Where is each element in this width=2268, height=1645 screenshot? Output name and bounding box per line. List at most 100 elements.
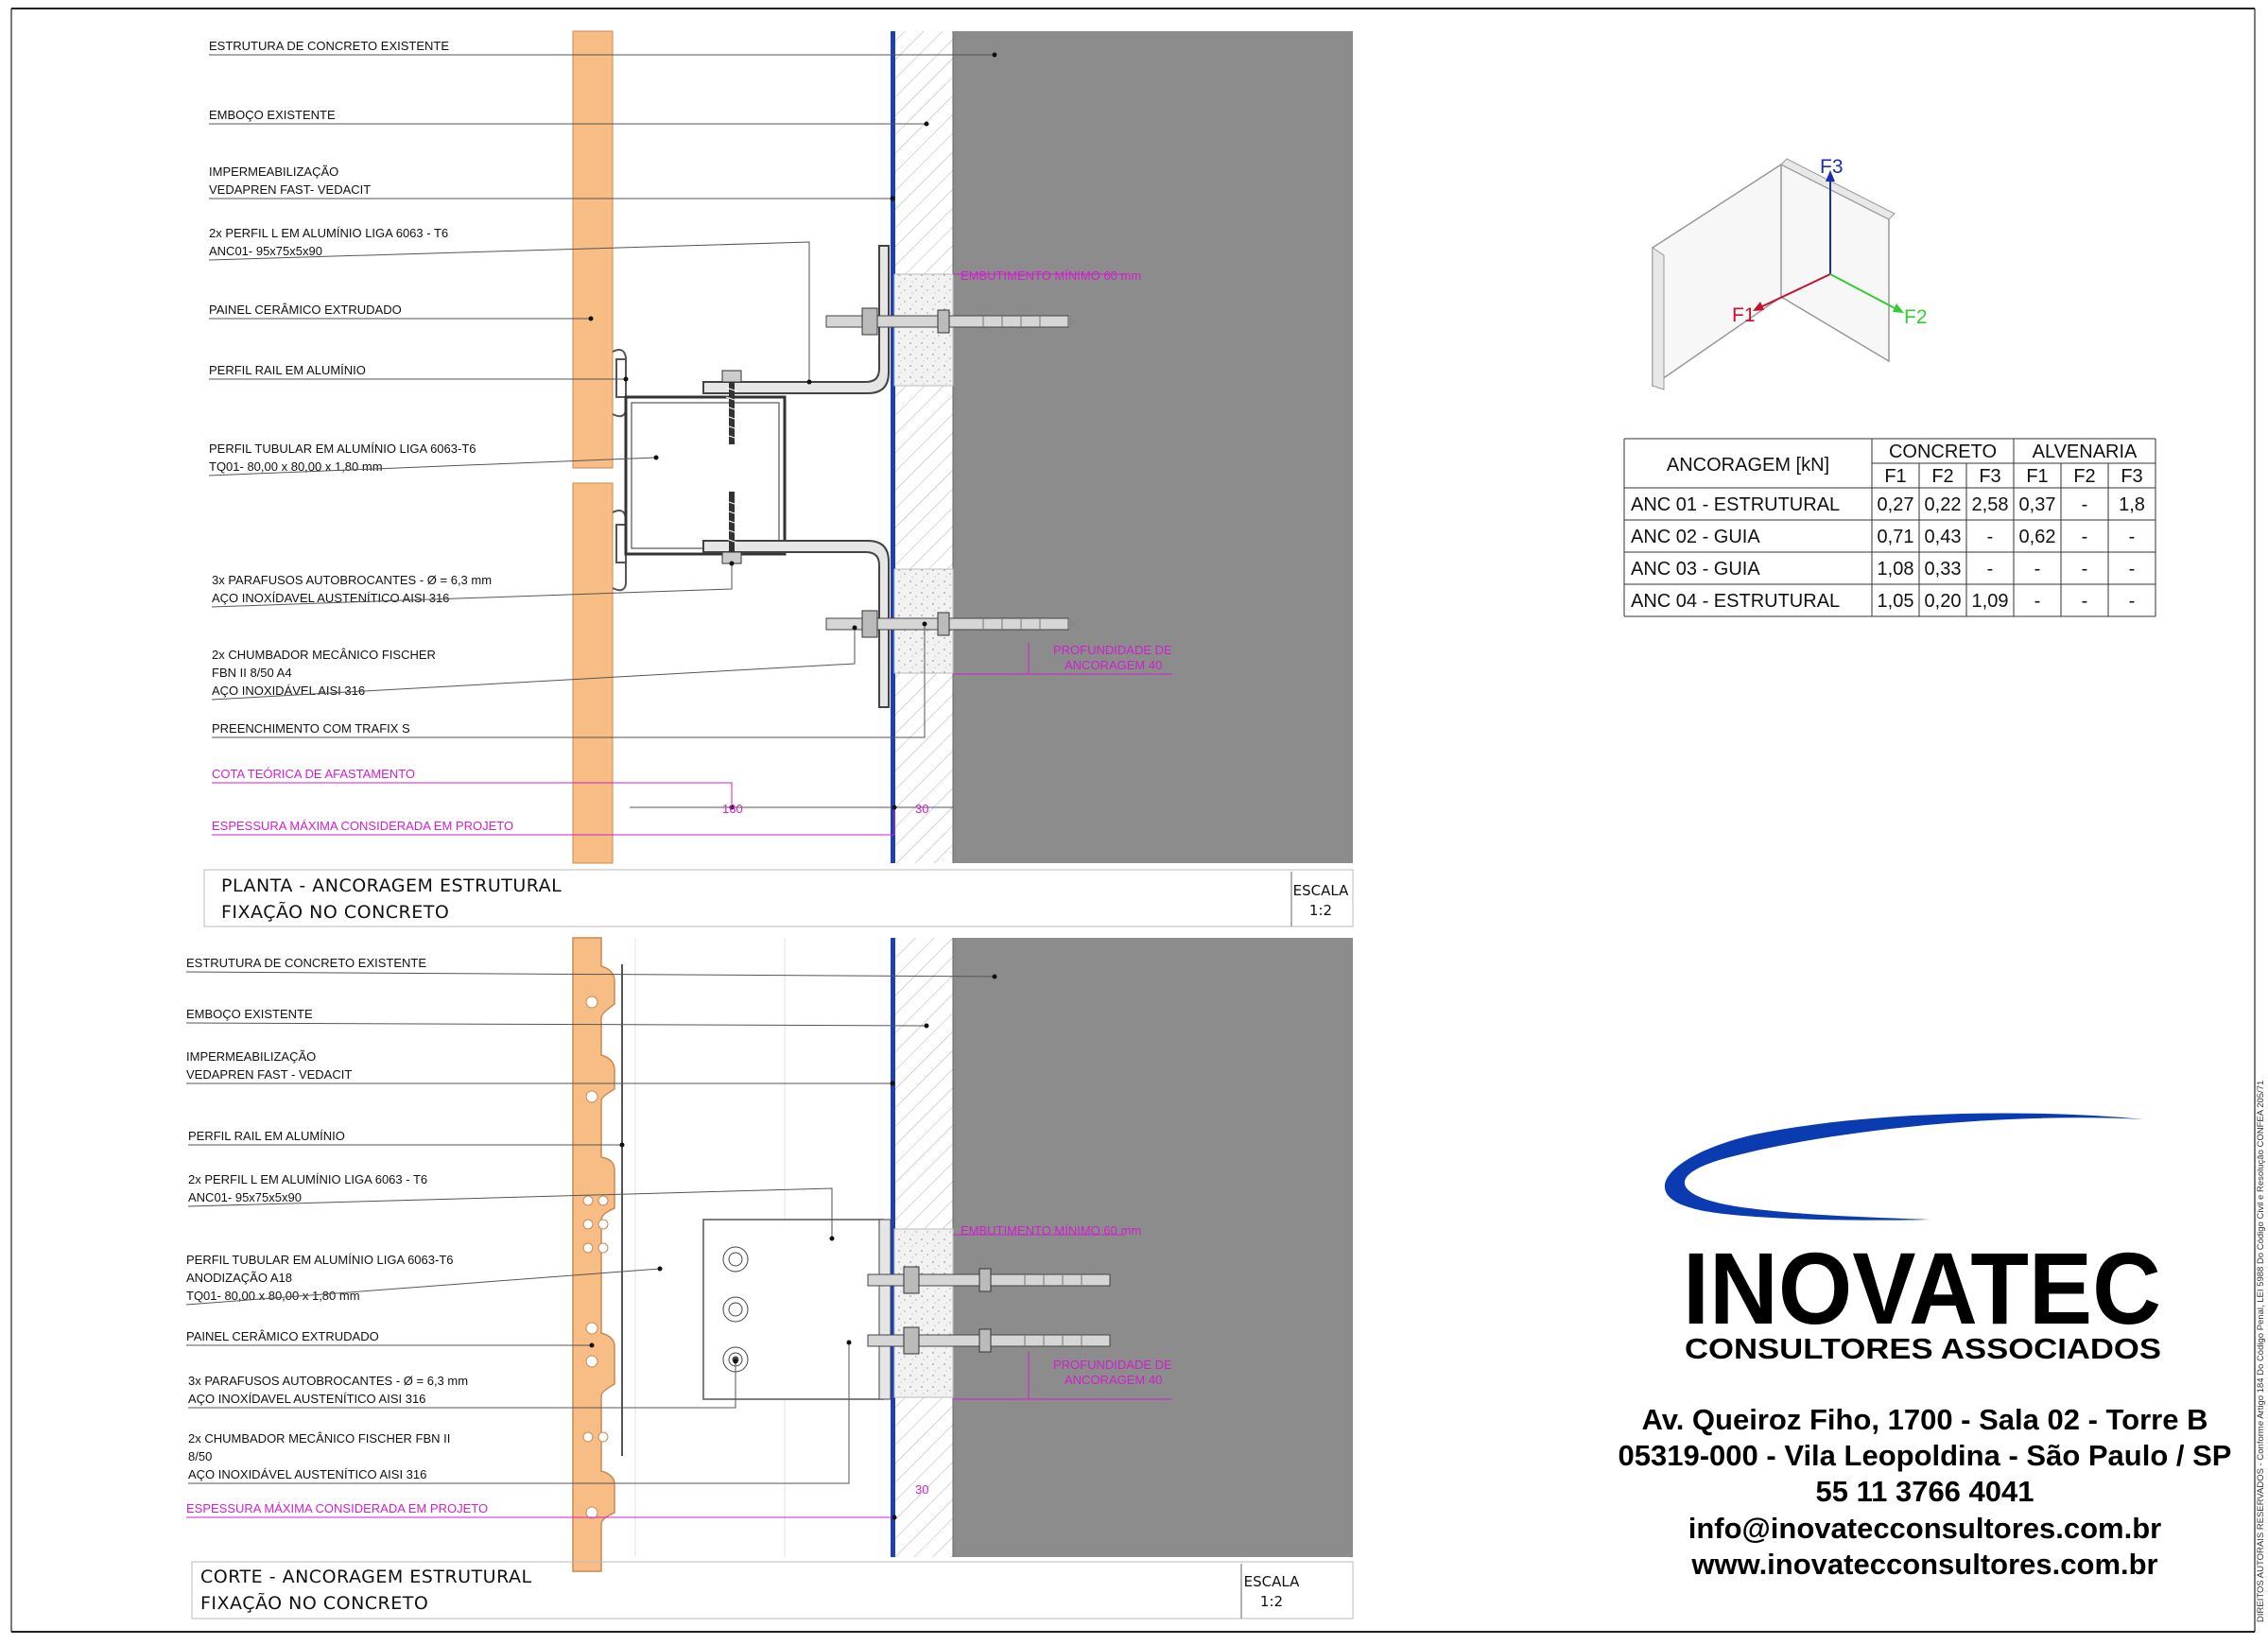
plan-waterproofing-line <box>891 31 895 863</box>
section-waterproofing-line <box>891 938 895 1557</box>
plan-tubular-profile <box>624 395 787 556</box>
section-anchor-upper <box>867 1266 1111 1294</box>
section-callout-9-line-3: AÇO INOXIDÁVEL AUSTENÍTICO AISI 316 <box>188 1467 426 1481</box>
plan-leader-dot-4 <box>806 379 812 385</box>
address-line-5-website: www.inovatecconsultores.com.br <box>1690 1548 2157 1581</box>
plan-leader-dot-6 <box>623 376 629 382</box>
axis-f2-arrow <box>1829 273 1899 311</box>
table-subheader-1: F1 <box>1884 466 1906 487</box>
section-callout-5-line-1: 2x PERFIL L EM ALUMÍNIO LIGA 6063 - T6 <box>188 1172 427 1186</box>
table-subheader-6: F3 <box>2121 466 2142 487</box>
plan-callout-8-line-1: 3x PARAFUSOS AUTOBROCANTES - Ø = 6,3 mm <box>212 573 492 587</box>
company-logo: INOVATEC CONSULTORES ASSOCIADOS <box>1664 1113 2161 1365</box>
company-tagline: CONSULTORES ASSOCIADOS <box>1685 1332 2161 1365</box>
plan-leader-10 <box>212 624 926 738</box>
axis-f3-arrowhead <box>1826 170 1835 182</box>
section-callout-1-line-1: ESTRUTURA DE CONCRETO EXISTENTE <box>186 956 426 970</box>
table-cell-r2-c4: 0,62 <box>2019 527 2056 547</box>
plan-title-line-1: PLANTA - ANCORAGEM ESTRUTURAL <box>221 875 562 896</box>
section-leader-dot-8 <box>733 1359 738 1364</box>
address-line-3-phone: 55 11 3766 4041 <box>1815 1475 2034 1508</box>
section-callout-4-line-1: PERFIL RAIL EM ALUMÍNIO <box>188 1129 345 1143</box>
plan-view <box>203 30 1354 927</box>
plan-callout-3-line-2: VEDAPREN FAST- VEDACIT <box>209 182 371 197</box>
section-leader-9 <box>188 1342 850 1484</box>
section-callout-3-line-2: VEDAPREN FAST - VEDACIT <box>186 1067 352 1082</box>
section-leader-dot-2 <box>924 1023 929 1029</box>
address-line-2: 05319-000 - Vila Leopoldina - São Paulo … <box>1619 1439 2232 1472</box>
table-cell-r2-c1: 0,71 <box>1878 527 1914 547</box>
plan-leader-9 <box>211 628 856 701</box>
section-tubular-profile-plate <box>702 1219 884 1400</box>
plan-render-layer <box>894 31 953 863</box>
table-cell-r3-c5: - <box>2082 559 2088 580</box>
axis-f3-label: F3 <box>1820 156 1844 178</box>
plan-scale-label: ESCALA <box>1293 882 1349 899</box>
plan-ceramic-panel-upper <box>572 30 614 469</box>
address-line-1: Av. Queiroz Fiho, 1700 - Sala 02 - Torre… <box>1642 1403 2208 1436</box>
table-row-name-3: ANC 03 - GUIA <box>1631 559 1760 580</box>
plan-leader-dot-12 <box>892 805 897 810</box>
plan-callout-7-line-1: PERFIL TUBULAR EM ALUMÍNIO LIGA 6063-T6 <box>209 442 476 456</box>
plan-callout-3-line-1: IMPERMEABILIZAÇÃO <box>209 164 338 179</box>
table-cell-r1-c4: 0,37 <box>2019 494 2056 515</box>
section-ceramic-panel <box>572 937 615 1572</box>
table-subheader-3: F3 <box>1979 466 2000 487</box>
section-callout-9-line-1: 2x CHUMBADOR MECÂNICO FISCHER FBN II <box>188 1431 450 1446</box>
logo-swoosh <box>1664 1113 2144 1221</box>
table-cell-r3-c1: 1,08 <box>1878 559 1914 580</box>
plan-leader-11 <box>212 782 733 807</box>
section-depth-note-2: ANCORAGEM 40 <box>1065 1373 1162 1387</box>
plan-depth-note-1: PROFUNDIDADE DE <box>1053 643 1172 657</box>
force-axes-diagram: F3 F1 F2 <box>1652 156 1928 390</box>
company-name: INOVATEC <box>1683 1231 2161 1345</box>
section-leader-6 <box>185 1268 661 1306</box>
table-cell-r1-c3: 2,58 <box>1972 494 2009 515</box>
plan-callout-10-line-1: PREENCHIMENTO COM TRAFIX S <box>212 721 410 736</box>
table-cell-r4-c3: 1,09 <box>1972 591 2009 612</box>
plan-ceramic-panel-lower <box>572 482 614 864</box>
plan-callout-11-line-1: COTA TEÓRICA DE AFASTAMENTO <box>212 767 415 781</box>
section-callout-7-line-1: PAINEL CERÂMICO EXTRUDADO <box>186 1329 379 1343</box>
table-row-name-2: ANC 02 - GUIA <box>1631 527 1760 547</box>
plan-title-block <box>203 869 1354 927</box>
plan-callout-8-line-2: AÇO INOXÍDAVEL AUSTENÍTICO AISI 316 <box>212 591 449 605</box>
sheet-border <box>10 8 2256 1633</box>
table-cell-r1-c1: 0,27 <box>1878 494 1914 515</box>
plan-depth-note-2: ANCORAGEM 40 <box>1065 658 1162 672</box>
plan-leader-dot-5 <box>588 316 594 321</box>
section-callout-8-line-2: AÇO INOXÍDAVEL AUSTENÍTICO AISI 316 <box>188 1392 425 1406</box>
plan-concrete-structure <box>953 31 1353 863</box>
section-title-block <box>191 1561 1354 1619</box>
section-title-line-1: CORTE - ANCORAGEM ESTRUTURAL <box>200 1567 532 1587</box>
section-leader-dot-10 <box>892 1515 897 1520</box>
section-depth-note-1: PROFUNDIDADE DE <box>1053 1358 1172 1372</box>
table-cell-r3-c6: - <box>2129 559 2136 580</box>
section-view <box>191 937 1354 1619</box>
table-cell-r1-c5: - <box>2082 494 2088 515</box>
table-cell-r4-c2: 0,20 <box>1925 591 1962 612</box>
table-row-header: ANCORAGEM [kN] <box>1667 455 1829 476</box>
table-cell-r4-c6: - <box>2129 591 2136 612</box>
plan-callout-9-line-3: AÇO INOXIDÁVEL AISI 316 <box>212 684 365 698</box>
table-cell-r4-c1: 1,05 <box>1878 591 1914 612</box>
section-leader-2 <box>185 1022 927 1027</box>
plan-leader-7 <box>208 457 657 476</box>
table-cell-r2-c5: - <box>2082 527 2088 547</box>
section-leader-dot-3 <box>890 1081 895 1086</box>
table-cell-r4-c4: - <box>2034 591 2041 612</box>
plan-title-line-2: FIXAÇÃO NO CONCRETO <box>221 901 449 923</box>
plan-l-profile-lower <box>702 540 890 708</box>
section-leader-dot-6 <box>657 1266 663 1272</box>
plan-leader-4 <box>208 241 810 382</box>
section-scale-value: 1:2 <box>1260 1593 1283 1610</box>
plan-dimension-30: 30 <box>915 802 928 816</box>
section-leader-5 <box>187 1187 833 1238</box>
plan-callout-2-line-1: EMBOÇO EXISTENTE <box>209 108 336 122</box>
plan-anchor-upper <box>825 307 1076 336</box>
address-line-4-email: info@inovatecconsultores.com.br <box>1688 1512 2161 1545</box>
